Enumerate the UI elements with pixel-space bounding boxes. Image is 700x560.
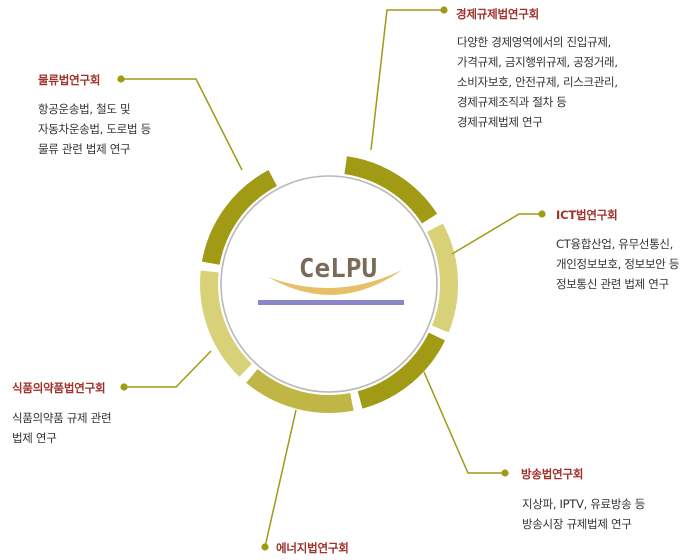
connector-energy bbox=[264, 409, 297, 548]
logo-swoosh bbox=[268, 270, 402, 295]
desc-line: 식품의약품 규제 관련 bbox=[12, 411, 112, 425]
connector-dot-ict bbox=[538, 210, 546, 218]
connector-lines bbox=[117, 6, 546, 551]
group-title-ict[interactable]: ICT법연구회 bbox=[556, 208, 618, 222]
ring-segments bbox=[200, 156, 459, 413]
desc-line: 경제규제조직과 절차 등 bbox=[457, 95, 567, 109]
desc-line: 지상파, IPTV, 유료방송 등 bbox=[522, 497, 646, 511]
connector-food-drug bbox=[124, 350, 212, 388]
desc-line: 소비자보호, 안전규제, 리스크관리, bbox=[457, 75, 618, 89]
connector-ict bbox=[451, 213, 542, 255]
segment-energy bbox=[246, 368, 354, 413]
connector-economic bbox=[370, 9, 444, 151]
group-title-food-drug[interactable]: 식품의약품법연구회 bbox=[12, 381, 106, 395]
segment-economic bbox=[344, 156, 438, 224]
desc-line: 개인정보보호, 정보보안 등 bbox=[556, 257, 680, 271]
group-desc-logistics: 항공운송법, 철도 및 자동차운송법, 도로법 등 물류 관련 법제 연구 bbox=[38, 99, 151, 159]
group-title-economic[interactable]: 경제규제법연구회 bbox=[456, 7, 540, 21]
group-desc-economic: 다양한 경제영역에서의 진입규제, 가격규제, 금지행위규제, 공정거래, 소비… bbox=[457, 32, 618, 132]
desc-line: 방송시장 규제법제 연구 bbox=[522, 517, 632, 531]
desc-line: 다양한 경제영역에서의 진입규제, bbox=[457, 35, 611, 49]
connector-dot-logistics bbox=[117, 75, 125, 83]
segment-broadcast bbox=[357, 332, 445, 409]
group-desc-food-drug: 식품의약품 규제 관련 법제 연구 bbox=[12, 408, 112, 448]
logo-bar bbox=[258, 300, 404, 305]
connector-dot-broadcast bbox=[501, 469, 509, 477]
segment-logistics bbox=[201, 170, 278, 265]
desc-line: 정보통신 관련 법제 연구 bbox=[556, 277, 669, 291]
desc-line: 경제규제법제 연구 bbox=[457, 115, 543, 129]
connector-logistics bbox=[121, 78, 243, 171]
desc-line: 항공운송법, 철도 및 bbox=[38, 102, 131, 116]
group-title-broadcast[interactable]: 방송법연구회 bbox=[521, 467, 584, 481]
group-title-logistics[interactable]: 물류법연구회 bbox=[38, 73, 101, 87]
desc-line: 물류 관련 법제 연구 bbox=[38, 142, 131, 156]
desc-line: 법제 연구 bbox=[12, 431, 57, 445]
desc-line: CT융합산업, 유무선통신, bbox=[556, 237, 674, 251]
inner-circle bbox=[220, 175, 438, 393]
connector-dot-food-drug bbox=[120, 383, 128, 391]
desc-line: 가격규제, 금지행위규제, 공정거래, bbox=[457, 55, 618, 69]
connector-dot-energy bbox=[261, 543, 269, 551]
group-desc-ict: CT융합산업, 유무선통신, 개인정보보호, 정보보안 등 정보통신 관련 법제… bbox=[556, 234, 679, 294]
group-desc-broadcast: 지상파, IPTV, 유료방송 등 방송시장 규제법제 연구 bbox=[522, 494, 645, 534]
segment-food-drug bbox=[200, 270, 253, 377]
group-title-energy[interactable]: 에너지법연구회 bbox=[276, 541, 349, 555]
logo-text: CeLPU bbox=[298, 254, 378, 284]
desc-line: 자동차운송법, 도로법 등 bbox=[38, 122, 151, 136]
segment-ict bbox=[426, 223, 459, 333]
connector-dot-economic bbox=[440, 6, 448, 14]
connector-broadcast bbox=[423, 371, 505, 474]
